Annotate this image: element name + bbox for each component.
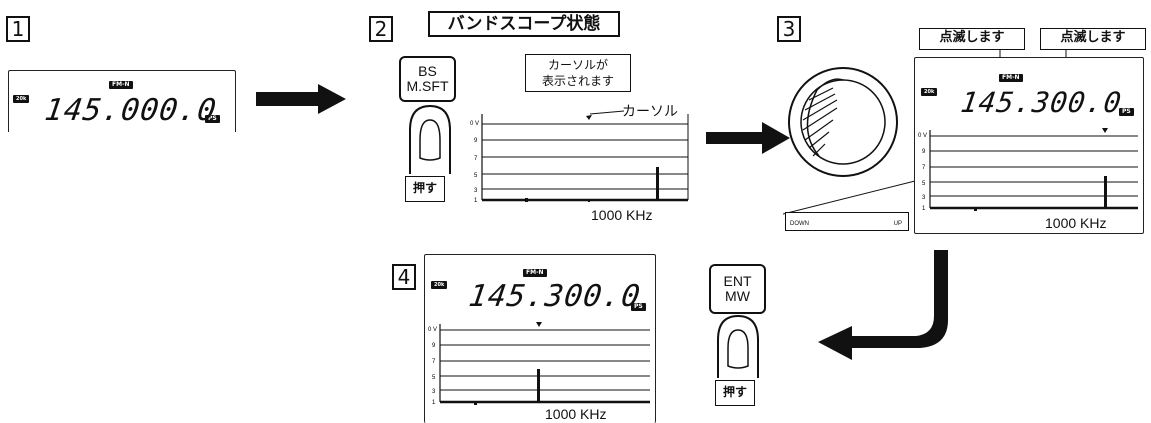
span-label-4: 1000 KHz (545, 406, 607, 422)
svg-text:0 V: 0 V (918, 133, 927, 139)
fm-n-badge: FM-N (109, 81, 133, 89)
callout-line1: カーソルが (547, 58, 608, 72)
band-scope-title: バンドスコープ状態 (428, 11, 620, 37)
band-scope-4: 0 V 9 7 5 3 1 (428, 322, 650, 406)
ent-button-line2: MW (725, 288, 750, 304)
svg-text:1: 1 (432, 400, 436, 406)
bs-msft-button[interactable]: BS M.SFT (399, 56, 456, 102)
span-label-3: 1000 KHz (1045, 215, 1107, 231)
fm-n-badge: FM-N (523, 269, 547, 277)
dial-up-label: UP (893, 221, 902, 227)
svg-text:7: 7 (432, 359, 436, 365)
dial-down-label: DOWN (790, 221, 809, 227)
arrow-right-2 (706, 122, 790, 154)
arrow-right-1 (256, 84, 346, 114)
band-scope-2: 0 V 9 7 5 3 1 (470, 112, 692, 204)
svg-text:9: 9 (474, 138, 478, 144)
svg-text:1: 1 (474, 198, 478, 204)
callout-line2: 表示されます (541, 74, 614, 88)
svg-text:3: 3 (474, 188, 478, 194)
cursor-leader-line (586, 110, 625, 120)
svg-text:9: 9 (432, 343, 436, 349)
push-label-2: 押す (405, 176, 445, 202)
step-number-1: 1 (6, 16, 30, 42)
ent-button-line1: ENT (723, 273, 752, 289)
step-number-4: 4 (392, 264, 416, 290)
finger-press-icon (409, 104, 451, 174)
blink-callout-right: 点滅します (1040, 28, 1146, 50)
cursor-label: カーソル (622, 101, 678, 121)
tuning-dial-icon[interactable] (783, 60, 923, 240)
svg-text:7: 7 (474, 156, 478, 162)
cursor-label-text: カーソル (622, 104, 678, 120)
svg-text:7: 7 (922, 165, 926, 171)
svg-text:1: 1 (922, 206, 926, 212)
fm-n-badge: FM-N (999, 74, 1023, 82)
lcd-display-1: FM-N 20k PS 145.000.0 (8, 70, 236, 132)
svg-text:5: 5 (432, 375, 436, 381)
ps-badge: PS (1119, 108, 1134, 116)
step-number-2: 2 (369, 16, 393, 42)
band-scope-3: 0 V 9 7 5 3 1 (918, 128, 1140, 212)
span-label-2: 1000 KHz (591, 207, 653, 223)
tuning-step-badge: 20k (431, 281, 448, 289)
frequency-readout-1: 145.000.0 (42, 93, 220, 128)
svg-text:0 V: 0 V (470, 121, 479, 127)
ps-badge: PS (631, 303, 646, 311)
ent-mw-button[interactable]: ENT MW (709, 264, 766, 314)
svg-text:5: 5 (474, 173, 478, 179)
svg-text:9: 9 (922, 149, 926, 155)
bs-button-line1: BS (418, 63, 437, 79)
push-label-4: 押す (715, 380, 755, 406)
curved-arrow-down-left (818, 250, 948, 360)
frequency-readout-3: 145.300.0 (958, 86, 1125, 119)
dial-direction-plate: DOWN UP (785, 212, 909, 231)
finger-press-icon (717, 314, 759, 378)
tuning-step-badge: 20k (921, 88, 938, 96)
step-number-3: 3 (777, 16, 801, 42)
ps-badge: PS (205, 115, 220, 123)
frequency-readout-4: 145.300.0 (466, 279, 644, 314)
blink-callout-left: 点滅します (919, 28, 1025, 50)
svg-text:3: 3 (432, 389, 436, 395)
svg-text:3: 3 (922, 195, 926, 201)
svg-text:5: 5 (922, 181, 926, 187)
svg-text:0 V: 0 V (428, 327, 437, 333)
bs-button-line2: M.SFT (406, 78, 449, 94)
tuning-step-badge: 20k (13, 95, 30, 103)
cursor-displayed-callout: カーソルが 表示されます (525, 54, 631, 92)
